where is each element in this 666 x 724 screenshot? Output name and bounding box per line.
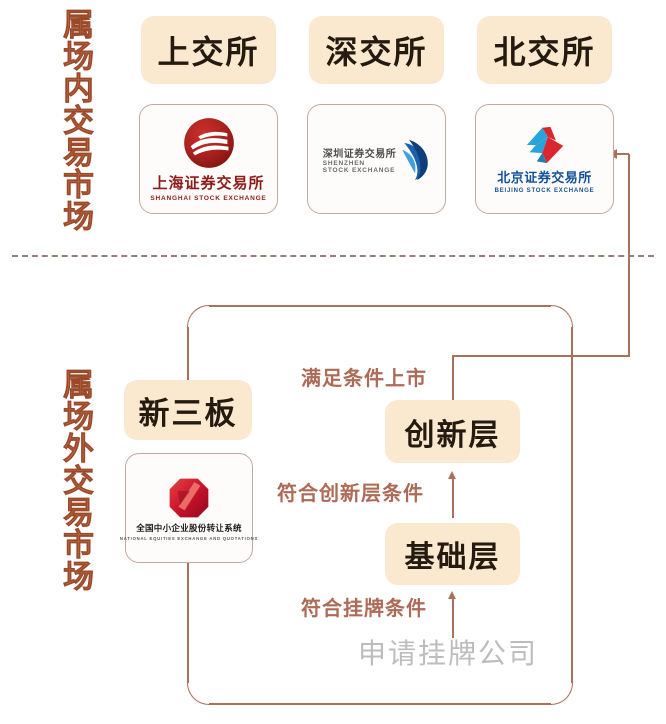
logo-inner-shenzhen: 深圳证券交易所 SHENZHEN STOCK EXCHANGE: [308, 105, 445, 213]
logo-row-shenzhen: 深圳证券交易所 SHENZHEN STOCK EXCHANGE: [323, 137, 431, 181]
flow-label-to-listing: 满足条件上市: [301, 368, 427, 390]
logo-text-beijing-en: BEIJING STOCK EXCHANGE: [494, 187, 595, 194]
pill-neeq[interactable]: 新三板: [124, 380, 252, 440]
logo-text-shenzhen-cn: 深圳证券交易所: [322, 148, 397, 160]
connector-corner-bottom-left: [187, 661, 231, 705]
flow-label-to-quotation: 符合挂牌条件: [301, 598, 427, 620]
logo-text-shenzhen-en-1: SHENZHEN: [322, 159, 365, 167]
logo-inner-shanghai: 上海证券交易所 SHANGHAI STOCK EXCHANGE: [140, 105, 277, 213]
logo-inner-neeq: 全国中小企业股份转让系统 NATIONAL EQUITIES EXCHANGE …: [120, 454, 257, 562]
section-divider: [12, 255, 654, 257]
logo-text-neeq-cn: 全国中小企业股份转让系统: [136, 522, 242, 533]
logo-text-shenzhen-en-2: STOCK EXCHANGE: [322, 166, 396, 174]
logo-text-block-shenzhen: 深圳证券交易所 SHENZHEN STOCK EXCHANGE: [323, 145, 397, 174]
connector-listing-rail: [452, 355, 630, 357]
connector-applicant-to-base: [452, 598, 454, 638]
connector-listing-vertical: [628, 154, 630, 356]
connector-neeq-trunk: [187, 563, 189, 683]
arrow-base-to-innovation: [448, 471, 456, 479]
pill-beijing-exchange[interactable]: 北交所: [477, 16, 612, 84]
label-applicant-company: 申请挂牌公司: [358, 638, 539, 669]
connector-corner-bottom-right: [529, 661, 573, 705]
connector-left-rail: [187, 327, 189, 385]
connector-top-rail: [209, 305, 551, 307]
logo-text-beijing-cn: 北京证券交易所: [497, 169, 592, 185]
side-label-outside-market: 属场外交易市场: [58, 368, 94, 593]
connector-bottom-rail: [209, 703, 551, 705]
logo-card-neeq[interactable]: 全国中小企业股份转让系统 NATIONAL EQUITIES EXCHANGE …: [120, 453, 257, 563]
arrow-applicant-to-base: [448, 591, 456, 599]
logo-text-neeq-en: NATIONAL EQUITIES EXCHANGE AND QUOTATION…: [119, 535, 259, 541]
szse-logo-icon: [402, 139, 429, 181]
logo-text-shanghai-en: SHANGHAI STOCK EXCHANGE: [150, 195, 267, 202]
neeq-logo-icon: [169, 478, 209, 517]
logo-card-shenzhen-exchange[interactable]: 深圳证券交易所 SHENZHEN STOCK EXCHANGE: [307, 104, 446, 214]
connector-corner-top-right: [529, 305, 573, 349]
connector-right-rail: [571, 327, 573, 683]
connector-listing-riser: [452, 356, 454, 402]
sse-logo-icon: [183, 118, 234, 168]
connector-base-to-innovation: [452, 478, 454, 518]
logo-card-shanghai-exchange[interactable]: 上海证券交易所 SHANGHAI STOCK EXCHANGE: [139, 104, 278, 214]
connector-corner-top-left: [187, 305, 231, 349]
pill-innovation-tier[interactable]: 创新层: [385, 400, 520, 463]
pill-base-tier[interactable]: 基础层: [385, 523, 520, 585]
pill-shenzhen-exchange[interactable]: 深交所: [309, 16, 444, 84]
logo-inner-beijing: 北京证券交易所 BEIJING STOCK EXCHANGE: [476, 105, 613, 213]
flow-label-to-innovation: 符合创新层条件: [277, 483, 424, 505]
logo-card-beijing-exchange[interactable]: 北京证券交易所 BEIJING STOCK EXCHANGE: [475, 104, 614, 214]
logo-text-shanghai-cn: 上海证券交易所: [152, 174, 265, 192]
side-label-inside-market: 属场内交易市场: [58, 8, 94, 233]
connector-listing-head-rail: [617, 153, 629, 155]
bse-logo-icon: [526, 126, 563, 163]
pill-shanghai-exchange[interactable]: 上交所: [141, 16, 276, 84]
